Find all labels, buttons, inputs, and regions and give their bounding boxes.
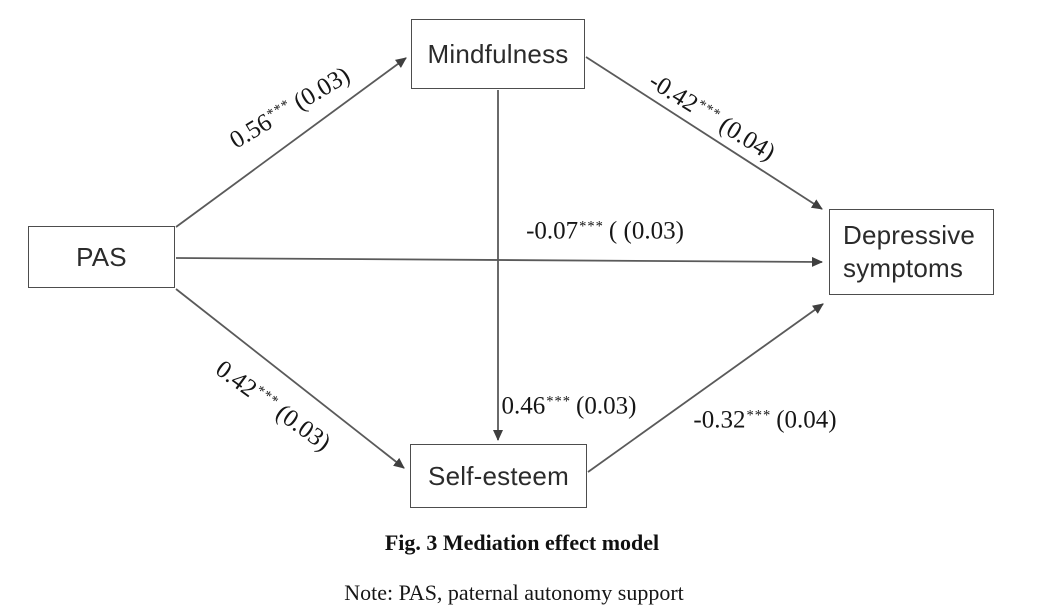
- path-label-mindfulness-to-self-esteem: 0.46***(0.03): [502, 394, 637, 419]
- node-self-esteem-label: Self-esteem: [428, 460, 569, 491]
- path-label-pas-to-depressive: -0.07***( (0.03): [526, 219, 684, 244]
- arrow-pas-to-depressive: [175, 256, 823, 267]
- standard-error: (0.03): [576, 392, 637, 420]
- node-depressive-symptoms-label: Depressive symptoms: [843, 220, 976, 283]
- significance-stars: ***: [579, 218, 604, 235]
- node-mindfulness: Mindfulness: [411, 19, 585, 89]
- significance-stars: ***: [746, 407, 772, 424]
- node-mindfulness-label: Mindfulness: [427, 38, 569, 69]
- figure-caption: Fig. 3 Mediation effect model: [384, 530, 660, 555]
- node-pas-label: PAS: [76, 241, 127, 272]
- standard-error: ( (0.03): [608, 217, 684, 245]
- coefficient-value: -0.07: [526, 217, 579, 245]
- node-self-esteem: Self-esteem: [410, 444, 587, 508]
- coefficient-value: -0.32: [693, 406, 746, 434]
- arrow-mindfulness-to-depressive: [585, 56, 823, 210]
- coefficient-value: 0.46: [501, 392, 546, 420]
- significance-stars: ***: [546, 393, 572, 410]
- arrow-pas-to-self-esteem: [175, 288, 405, 469]
- node-pas: PAS: [28, 226, 175, 288]
- figure-note: Note: PAS, paternal autonomy support: [344, 580, 684, 605]
- path-label-self-esteem-to-depressive: -0.32***(0.04): [693, 408, 836, 433]
- standard-error: (0.04): [776, 406, 837, 434]
- node-depressive-symptoms: Depressive symptoms: [829, 209, 994, 295]
- arrow-pas-to-mindfulness: [175, 57, 407, 228]
- arrow-self-esteem-to-depressive: [587, 303, 824, 473]
